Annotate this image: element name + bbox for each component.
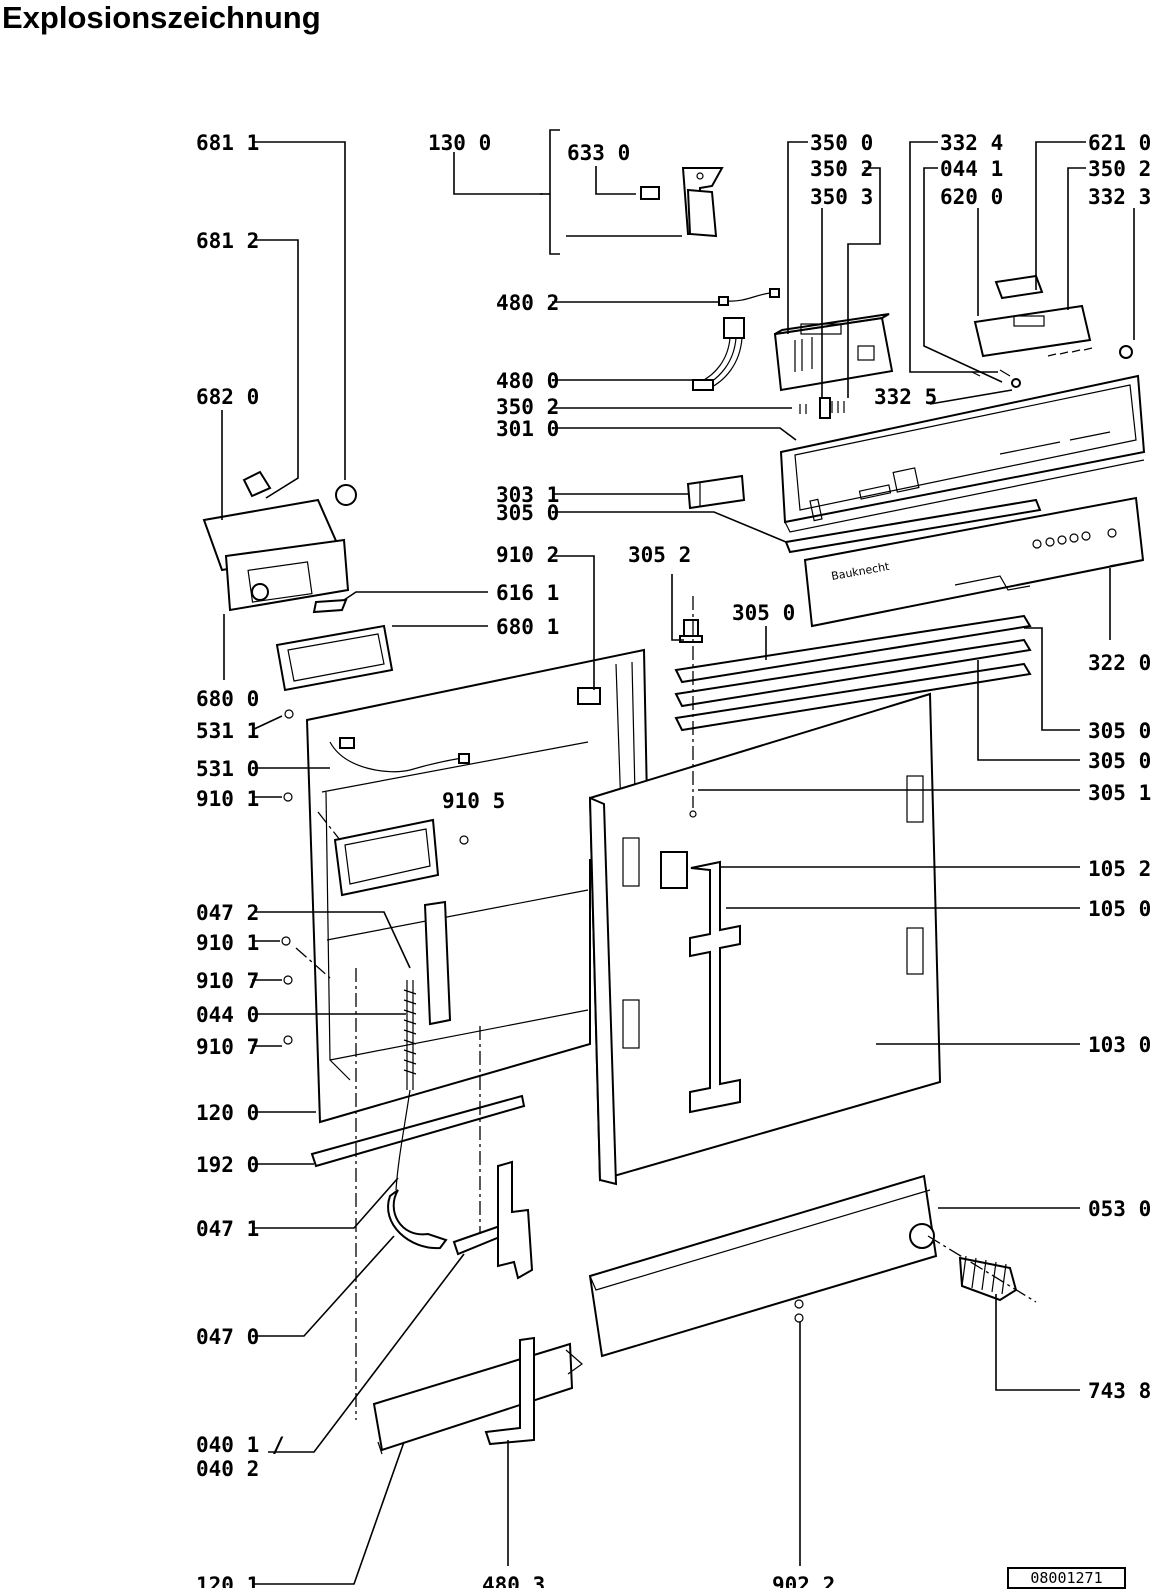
part-small-components xyxy=(799,397,845,419)
part-label: 910 1 xyxy=(196,787,259,811)
part-connector-small xyxy=(718,288,780,306)
part-label: 305 0 xyxy=(732,601,795,625)
part-clip-bracket xyxy=(640,167,724,238)
part-label: 130 0 xyxy=(428,131,491,155)
leader-lines xyxy=(221,129,1144,1585)
part-label: 681 2 xyxy=(196,229,259,253)
part-label: 332 3 xyxy=(1088,185,1151,209)
part-label: 103 0 xyxy=(1088,1033,1151,1057)
part-wiring-harness xyxy=(692,317,745,391)
part-front-strip xyxy=(784,498,1042,554)
part-label: 305 0 xyxy=(1088,749,1151,773)
page-title: Explosionszeichnung xyxy=(2,0,321,35)
part-lower-rail xyxy=(588,1174,938,1358)
part-label: 047 0 xyxy=(196,1325,259,1349)
part-label: 910 2 xyxy=(496,543,559,567)
part-clip xyxy=(679,619,703,643)
part-label: 616 1 xyxy=(496,581,559,605)
part-label: 682 0 xyxy=(196,385,259,409)
part-label: 301 0 xyxy=(496,417,559,441)
part-label: 531 1 xyxy=(196,719,259,743)
part-label: 910 1 xyxy=(196,931,259,955)
part-label: 910 7 xyxy=(196,1035,259,1059)
part-label: 902 2 xyxy=(772,1573,835,1588)
part-label: 633 0 xyxy=(567,141,630,165)
part-inner-door xyxy=(305,648,650,1124)
part-label: 332 5 xyxy=(874,385,937,409)
part-label: 305 0 xyxy=(496,501,559,525)
part-electronic-board xyxy=(971,274,1133,388)
part-label: 305 1 xyxy=(1088,781,1151,805)
part-small-cover xyxy=(686,474,746,510)
part-label: 105 0 xyxy=(1088,897,1151,921)
part-label: 332 4 xyxy=(940,131,1003,155)
part-label: 621 0 xyxy=(1088,131,1151,155)
part-label: 681 1 xyxy=(196,131,259,155)
part-hinge-bracket xyxy=(497,1160,534,1280)
part-label: 305 2 xyxy=(628,543,691,567)
part-label: 680 1 xyxy=(496,615,559,639)
part-labels: 681 1 130 0 633 0 350 0 350 2 350 3 332 … xyxy=(196,131,1151,1588)
part-label: 910 5 xyxy=(442,789,505,813)
part-label: 680 0 xyxy=(196,687,259,711)
part-label: 531 0 xyxy=(196,757,259,781)
part-label: 910 7 xyxy=(196,969,259,993)
part-label: 620 0 xyxy=(940,185,1003,209)
part-label: 350 2 xyxy=(496,395,559,419)
part-label: 743 8 xyxy=(1088,1379,1151,1403)
part-screws xyxy=(281,709,804,1323)
part-label: 480 0 xyxy=(496,369,559,393)
part-profile-strips xyxy=(674,614,1032,732)
part-label: 105 2 xyxy=(1088,857,1151,881)
part-label: 047 1 xyxy=(196,1217,259,1241)
part-lower-strip xyxy=(310,1094,526,1168)
part-label: 047 2 xyxy=(196,901,259,925)
part-label: 350 2 xyxy=(810,157,873,181)
part-lower-panel xyxy=(372,1336,583,1455)
part-label: 053 0 xyxy=(1088,1197,1151,1221)
part-outer-door xyxy=(588,692,942,1186)
drawing-number: 08001271 xyxy=(1007,1567,1126,1589)
part-label: 303 1 xyxy=(496,483,559,507)
part-label: 120 1 xyxy=(196,1573,259,1588)
part-coil-spring xyxy=(958,1255,1018,1302)
part-dispenser xyxy=(202,470,357,614)
part-label: 480 3 xyxy=(482,1573,545,1588)
part-label: 350 2 xyxy=(1088,157,1151,181)
part-label: 044 1 xyxy=(940,157,1003,181)
part-label: 040 1 / xyxy=(196,1433,285,1457)
alignment-lines xyxy=(295,596,1037,1420)
part-label: 044 0 xyxy=(196,1003,259,1027)
part-label: 040 2 xyxy=(196,1457,259,1481)
part-label: 350 3 xyxy=(810,185,873,209)
part-control-module xyxy=(773,313,894,392)
part-label: 322 0 xyxy=(1088,651,1151,675)
part-seal-frame xyxy=(275,624,394,692)
part-label: 305 0 xyxy=(1088,719,1151,743)
part-label: 350 0 xyxy=(810,131,873,155)
part-label: 120 0 xyxy=(196,1101,259,1125)
part-control-panel-housing xyxy=(779,374,1146,533)
part-label: 480 2 xyxy=(496,291,559,315)
part-label: 192 0 xyxy=(196,1153,259,1177)
